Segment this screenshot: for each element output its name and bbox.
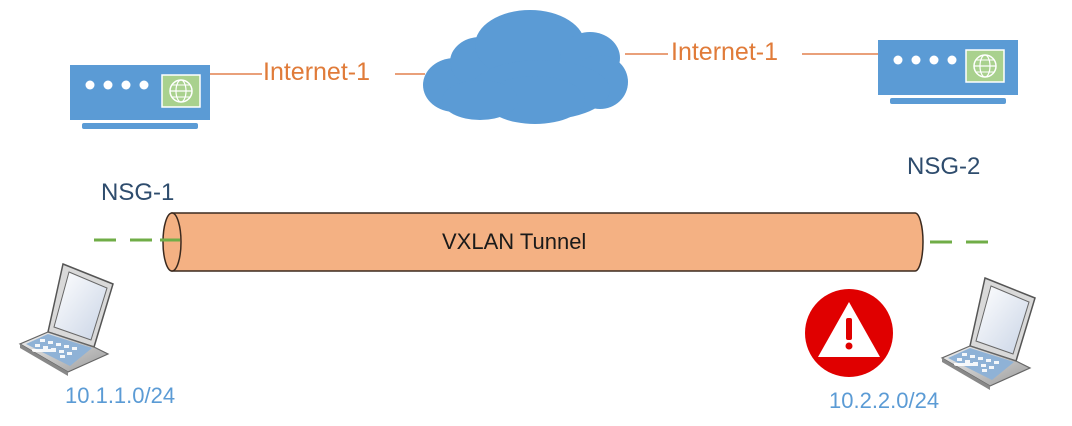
internet-link-label-right: Internet-1 [671,38,779,66]
vxlan-tunnel [162,212,924,272]
laptop-icon [940,276,1036,390]
globe-icon [169,79,193,103]
nsg1-label: NSG-1 [101,179,175,206]
nsg2-label: NSG-2 [907,153,981,180]
router-icon [70,65,210,129]
subnet-label-right: 10.2.2.0/24 [829,388,940,413]
router-icon [878,40,1018,104]
warning-icon [805,289,893,377]
tunnel-label: VXLAN Tunnel [442,229,587,254]
cloud-icon [423,10,628,124]
subnet-label-left: 10.1.1.0/24 [65,383,176,408]
globe-icon [973,54,997,78]
internet-link-label-left: Internet-1 [263,58,371,86]
laptop-icon [18,262,114,376]
